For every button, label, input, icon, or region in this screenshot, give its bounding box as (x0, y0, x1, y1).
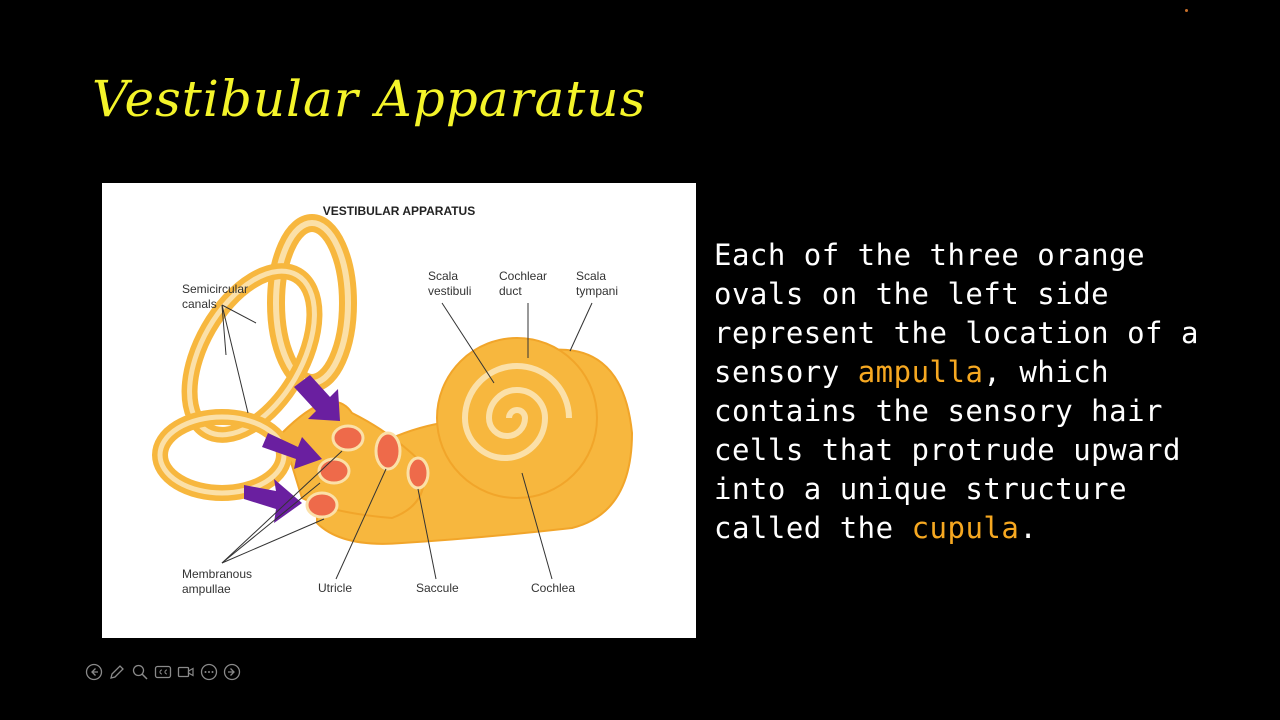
ampulla-oval (305, 491, 339, 519)
label-cochlear-duct: Cochlear duct (499, 269, 548, 298)
label-saccule: Saccule (416, 581, 459, 595)
cochlea-spiral (436, 337, 598, 499)
label-utricle: Utricle (318, 581, 353, 595)
body-text-part: . (1019, 511, 1038, 545)
ampulla-oval (317, 457, 351, 485)
video-icon[interactable] (176, 662, 196, 682)
body-text-part: Each of the three orange ovals on the le… (714, 238, 1199, 389)
highlight-term-ampulla: ampulla (857, 355, 984, 389)
more-icon[interactable] (199, 662, 219, 682)
captions-icon[interactable] (153, 662, 173, 682)
utricle-oval (374, 431, 402, 471)
presentation-controls (84, 662, 242, 682)
forward-icon[interactable] (222, 662, 242, 682)
body-paragraph: Each of the three orange ovals on the le… (714, 236, 1234, 548)
body-text-part: , which contains the sensory hair cells … (714, 355, 1181, 545)
diagram-illustration (152, 214, 634, 580)
highlight-term-cupula: cupula (911, 511, 1020, 545)
pointer-arrows (244, 375, 340, 523)
vestibular-diagram: VESTIBULAR APPARATUS Semicircular canals… (102, 183, 696, 638)
label-scala-vestibuli: Scala vestibuli (428, 269, 472, 298)
label-scala-tympani: Scala tympani (576, 269, 619, 298)
figure-heading: VESTIBULAR APPARATUS (322, 204, 476, 218)
pen-icon[interactable] (107, 662, 127, 682)
label-cochlea: Cochlea (531, 581, 576, 595)
corner-marker (1185, 9, 1188, 12)
saccule-oval (406, 456, 430, 490)
back-icon[interactable] (84, 662, 104, 682)
label-membranous-ampullae: Membranous ampullae (182, 567, 253, 596)
label-semicircular-canals: Semicircular canals (182, 282, 249, 311)
zoom-icon[interactable] (130, 662, 150, 682)
slide-title: Vestibular Apparatus (92, 70, 647, 128)
ampulla-oval (331, 424, 365, 452)
